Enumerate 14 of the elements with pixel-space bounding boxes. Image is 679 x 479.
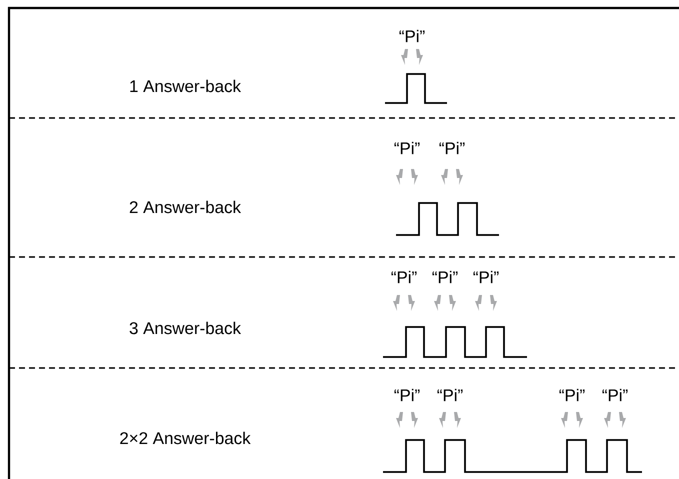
pi-label: “Pi” (602, 388, 628, 402)
row-label: 3 Answer-back (130, 322, 242, 334)
pi-label: “Pi” (439, 142, 465, 154)
pi-label: “Pi” (394, 388, 420, 402)
row-label: 2 Answer-back (130, 200, 242, 214)
pi-label: “Pi” (399, 30, 425, 42)
pi-label: “Pi” (391, 270, 417, 284)
row-label: 1 Answer-back (130, 80, 242, 92)
pi-label: “Pi” (473, 270, 499, 284)
pi-label: “Pi” (432, 270, 458, 284)
row-label: 2×2 Answer-back (120, 432, 251, 444)
pi-label: “Pi” (394, 142, 420, 154)
pi-label: “Pi” (437, 388, 463, 402)
pi-label: “Pi” (559, 388, 585, 402)
